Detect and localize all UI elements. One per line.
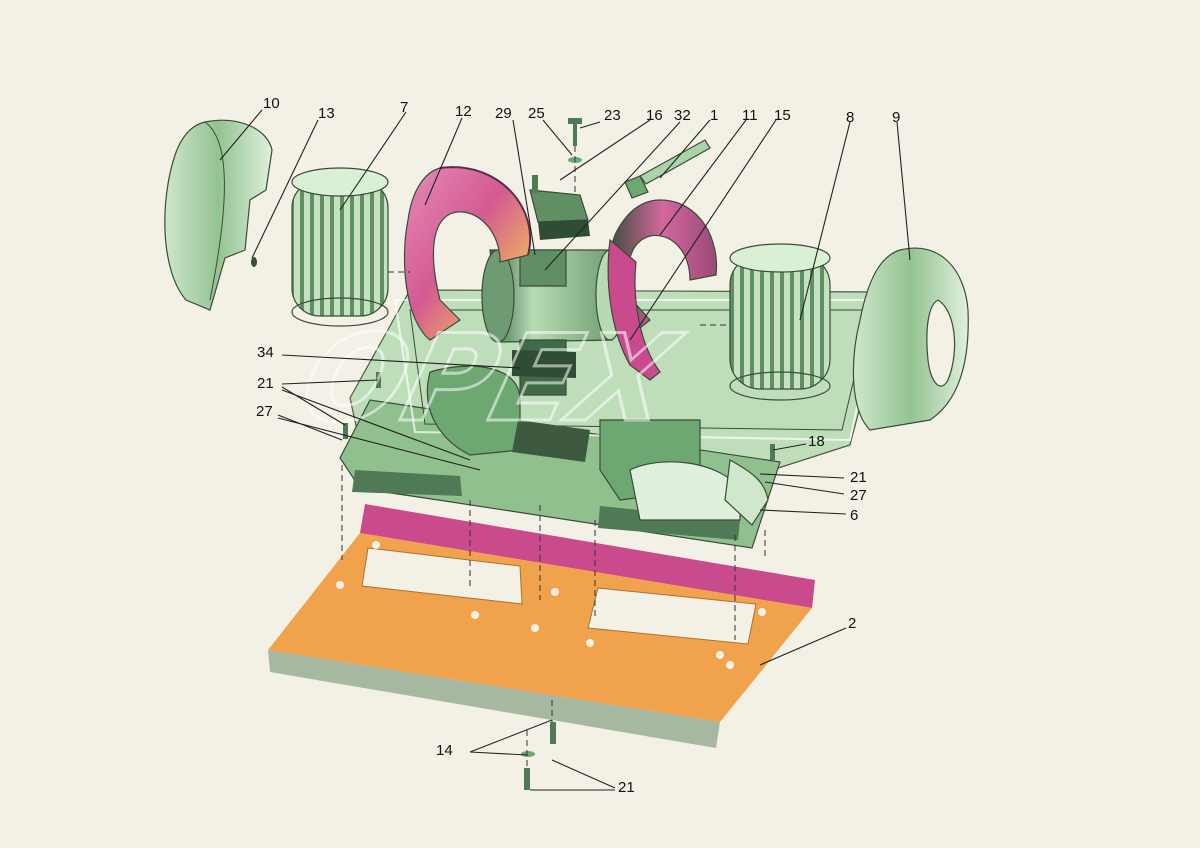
callout-labels: 10 13 7 12 29 25 23 16 32 1 11 15 8 9 34… — [256, 95, 900, 796]
small-parts — [251, 118, 775, 790]
callout-32: 32 — [674, 107, 691, 124]
clip-13 — [251, 257, 257, 267]
leader-lines — [219, 109, 911, 791]
callout-10: 10 — [263, 95, 280, 112]
callout-2: 2 — [848, 615, 856, 632]
callout-6: 6 — [850, 507, 858, 524]
screw-18 — [770, 444, 775, 460]
screw-21-bottom-a — [550, 722, 556, 744]
callout-21-right: 21 — [850, 469, 867, 486]
watermark-text: OPEX — [288, 309, 692, 449]
right-cover-9 — [852, 247, 969, 431]
screw-21-a — [376, 372, 381, 388]
callout-18: 18 — [808, 433, 825, 450]
callout-14: 14 — [436, 742, 453, 759]
callout-15: 15 — [774, 107, 791, 124]
gasket-cutout-right — [587, 587, 757, 645]
screw-23 — [568, 118, 582, 124]
bracket-1 — [639, 139, 711, 185]
callout-27-left: 27 — [256, 403, 273, 420]
left-volute-12 — [403, 166, 532, 341]
callout-34: 34 — [257, 344, 274, 361]
base-gasket-plate — [268, 504, 815, 748]
gasket-magenta-strip — [360, 504, 815, 608]
right-fan-wheel-8 — [729, 243, 831, 401]
callout-13: 13 — [318, 105, 335, 122]
callout-12: 12 — [455, 103, 472, 120]
screw-27-a — [343, 423, 348, 439]
gasket-cutout-left — [361, 547, 523, 605]
callout-1: 1 — [710, 107, 718, 124]
callout-16: 16 — [646, 107, 663, 124]
callout-25: 25 — [528, 105, 545, 122]
callout-7: 7 — [400, 99, 408, 116]
callout-21-left: 21 — [257, 375, 274, 392]
right-volute-11 — [607, 199, 718, 381]
callout-27-right: 27 — [850, 487, 867, 504]
callout-21-bottom: 21 — [618, 779, 635, 796]
screw-29 — [532, 175, 538, 193]
callout-9: 9 — [892, 109, 900, 126]
callout-8: 8 — [846, 109, 854, 126]
plate-gray-edge — [268, 650, 720, 748]
washer-14 — [521, 751, 535, 757]
callout-23: 23 — [604, 107, 621, 124]
callout-29: 29 — [495, 105, 512, 122]
left-fan-wheel-7 — [291, 167, 389, 327]
gasket-holes — [336, 541, 766, 669]
left-cover-10 — [164, 119, 273, 311]
screw-21-bottom-b — [524, 768, 530, 790]
callout-11: 11 — [742, 107, 758, 124]
